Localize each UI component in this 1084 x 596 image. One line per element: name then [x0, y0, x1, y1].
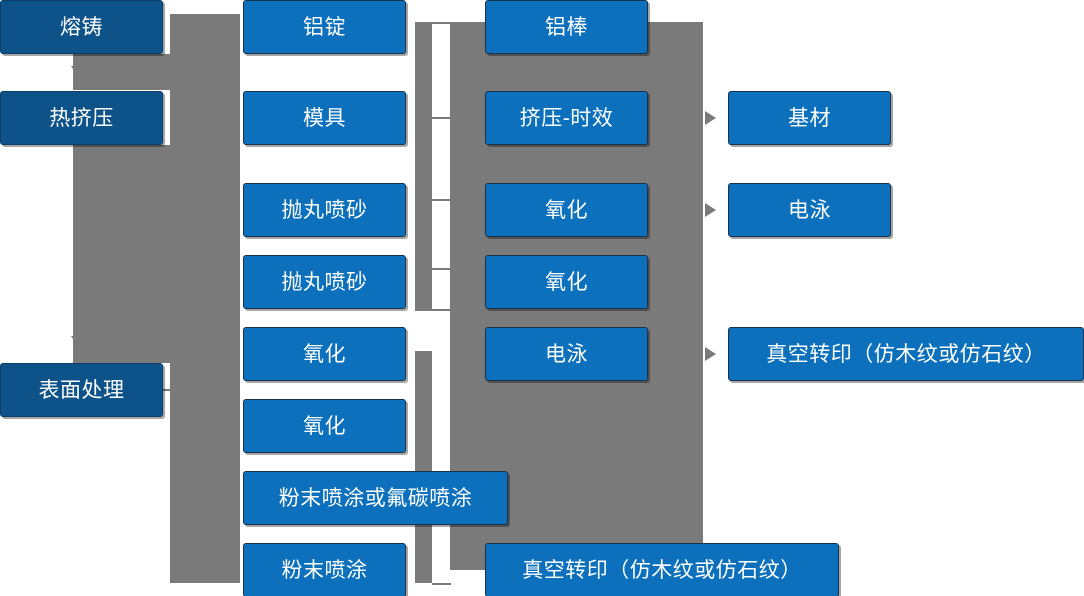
arrow-to-mold	[228, 111, 239, 125]
node-vacuum-transfer-col4[interactable]: 真空转印（仿木纹或仿石纹）	[728, 327, 1084, 381]
mid-tick-4	[432, 309, 451, 311]
node-mold[interactable]: 模具	[243, 91, 406, 145]
node-shot-blasting-1[interactable]: 抛丸喷砂	[243, 183, 406, 237]
node-label: 熔铸	[60, 15, 103, 39]
node-label: 铝棒	[545, 15, 588, 39]
node-label: 真空转印（仿木纹或仿石纹）	[522, 558, 802, 582]
mid-tick-0	[432, 22, 451, 24]
node-label: 抛丸喷砂	[281, 270, 368, 294]
node-oxidation-col3-1[interactable]: 氧化	[485, 183, 648, 237]
node-label: 热挤压	[49, 106, 114, 130]
arrow-to-oxidation-1	[228, 347, 239, 361]
arrow-to-substrate	[705, 111, 716, 125]
node-label: 氧化	[545, 198, 588, 222]
node-label: 粉末喷涂或氟碳喷涂	[278, 486, 473, 510]
node-label: 氧化	[303, 414, 346, 438]
node-stage-hot-extrusion[interactable]: 热挤压	[0, 91, 163, 145]
node-powder-coating[interactable]: 粉末喷涂	[243, 543, 406, 596]
node-label: 模具	[303, 106, 346, 130]
arrow-to-powder-or-fluorocarbon-coating	[228, 491, 239, 505]
node-vacuum-transfer-col3[interactable]: 真空转印（仿木纹或仿石纹）	[485, 543, 839, 596]
node-oxidation-col2-1[interactable]: 氧化	[243, 327, 406, 381]
node-substrate[interactable]: 基材	[728, 91, 891, 145]
mid-tick-3	[432, 268, 451, 270]
node-label: 粉末喷涂	[281, 558, 368, 582]
node-label: 氧化	[303, 342, 346, 366]
mid-rail-left-lower	[415, 351, 432, 583]
arrow-to-shotblast-1	[228, 203, 239, 217]
mid-tick-2	[432, 199, 451, 201]
left-trunk-mid-arm	[73, 145, 183, 363]
node-aluminum-bar[interactable]: 铝棒	[485, 0, 648, 54]
node-label: 基材	[788, 106, 831, 130]
mid-tick-5	[432, 583, 451, 585]
node-label: 真空转印（仿木纹或仿石纹）	[766, 342, 1046, 366]
arrow-to-vacuum-transfer	[705, 347, 716, 361]
node-label: 抛丸喷砂	[281, 198, 368, 222]
node-electrophoresis-col4[interactable]: 电泳	[728, 183, 891, 237]
node-stage-melt-casting[interactable]: 熔铸	[0, 0, 163, 54]
node-label: 挤压-时效	[519, 106, 614, 130]
arrow-down-meltcast-to-extrude	[71, 66, 85, 76]
node-oxidation-col3-2[interactable]: 氧化	[485, 255, 648, 309]
node-label: 表面处理	[38, 378, 125, 402]
node-powder-or-fluorocarbon-coating[interactable]: 粉末喷涂或氟碳喷涂	[243, 471, 508, 525]
node-shot-blasting-2[interactable]: 抛丸喷砂	[243, 255, 406, 309]
arrow-down-extrude-to-surface	[71, 336, 85, 346]
node-extrusion-aging[interactable]: 挤压-时效	[485, 91, 648, 145]
node-label: 电泳	[545, 342, 588, 366]
arrow-to-electrophoresis	[705, 203, 716, 217]
node-label: 氧化	[545, 270, 588, 294]
node-oxidation-col2-2[interactable]: 氧化	[243, 399, 406, 453]
mid-rail-left	[415, 22, 432, 311]
stub-surface-treatment	[163, 389, 187, 391]
arrow-to-aluminum-ingot	[228, 20, 239, 34]
mid-tick-1	[432, 117, 451, 119]
left-trunk-top-arm	[73, 54, 183, 90]
node-electrophoresis-col3[interactable]: 电泳	[485, 327, 648, 381]
arrow-to-powder-coating	[228, 563, 239, 577]
node-stage-surface-treatment[interactable]: 表面处理	[0, 363, 163, 417]
arrow-to-shotblast-2	[228, 275, 239, 289]
node-label: 电泳	[788, 198, 831, 222]
node-aluminum-ingot[interactable]: 铝锭	[243, 0, 406, 54]
arrow-to-oxidation-2	[228, 419, 239, 433]
node-label: 铝锭	[303, 15, 346, 39]
